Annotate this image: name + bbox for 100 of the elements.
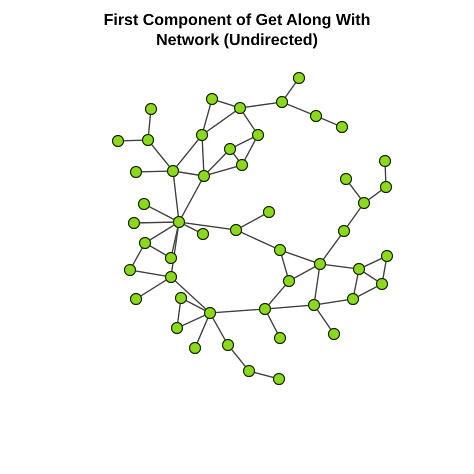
network-node	[328, 328, 340, 340]
edge-line	[176, 138, 200, 168]
edge-line	[172, 176, 180, 217]
network-node	[292, 72, 306, 84]
edge-line	[141, 170, 168, 173]
edge-line	[186, 300, 206, 312]
edge-line	[123, 139, 143, 142]
edge-line	[174, 280, 206, 310]
network-node	[274, 332, 286, 344]
edge-line	[240, 214, 264, 228]
network-node	[130, 166, 142, 178]
edge-line	[353, 274, 359, 294]
network-node	[376, 278, 388, 290]
network-node	[242, 364, 256, 378]
edge-line	[382, 261, 387, 279]
network-node	[346, 292, 360, 306]
network-node	[174, 292, 188, 304]
edge-line	[320, 118, 338, 126]
edge-line	[319, 299, 348, 305]
network-node	[282, 274, 296, 288]
network-node	[204, 306, 216, 320]
network-node	[224, 142, 236, 156]
edge-line	[245, 102, 277, 108]
network-node	[138, 198, 150, 210]
network-node	[380, 180, 392, 194]
edge-line	[240, 232, 276, 248]
edge-line	[322, 235, 342, 260]
edge-line	[254, 372, 274, 378]
network-node	[144, 102, 158, 116]
edge-line	[148, 114, 152, 135]
network-node	[252, 128, 264, 142]
edge-line	[139, 221, 174, 224]
network-node	[272, 372, 286, 386]
edge-line	[215, 308, 260, 314]
edge-line	[384, 166, 386, 182]
edge-line	[368, 190, 382, 200]
network-node	[196, 128, 208, 142]
network-node	[112, 134, 124, 148]
edge-line	[171, 227, 179, 272]
network-node	[164, 270, 178, 284]
edge-line	[242, 112, 256, 131]
network-node	[188, 342, 202, 354]
network-node	[164, 252, 178, 264]
edge-line	[172, 227, 178, 253]
network-node	[124, 264, 136, 276]
edge-line	[286, 103, 312, 115]
network-node	[358, 196, 370, 210]
edge-line	[149, 245, 167, 256]
edge-line	[209, 166, 237, 176]
network-node	[276, 96, 288, 108]
edge-line	[244, 140, 256, 160]
edge-line	[202, 104, 212, 130]
network-node	[130, 292, 142, 306]
network-node	[340, 172, 352, 186]
edge-line	[268, 284, 286, 306]
edge-line	[132, 247, 143, 266]
network-node	[138, 236, 152, 250]
edge-line	[177, 303, 181, 323]
network-node	[206, 92, 218, 106]
network-node	[198, 170, 210, 182]
network-node	[262, 206, 276, 218]
network-node	[166, 164, 180, 178]
network-node	[336, 120, 348, 134]
edge-line	[363, 271, 378, 282]
chart-title: First Component of Get Along With Network (Undirected)	[102, 11, 372, 51]
edge-line	[184, 224, 198, 232]
edge-line	[196, 318, 208, 344]
network-node	[314, 258, 326, 270]
network-node	[378, 154, 392, 168]
edge-line	[230, 348, 246, 368]
edge-line	[234, 136, 254, 148]
network-node	[170, 322, 184, 334]
edge-line	[206, 110, 236, 132]
edge-line	[184, 222, 231, 230]
edge-line	[217, 100, 235, 107]
network-node	[230, 224, 242, 236]
edge-line	[148, 206, 174, 220]
edge-line	[232, 152, 240, 162]
edge-line	[364, 258, 382, 268]
network-node	[142, 134, 154, 146]
network-node	[234, 102, 246, 114]
edge-line	[150, 144, 170, 168]
edge-line	[280, 255, 288, 276]
edge-line	[182, 314, 206, 326]
edge-line	[149, 224, 175, 241]
edge-line	[314, 269, 320, 300]
edge-line	[202, 140, 204, 171]
network-node	[258, 302, 272, 316]
network-node	[380, 250, 394, 262]
edge-line	[284, 251, 316, 263]
network-node	[172, 216, 186, 228]
edge-line	[135, 270, 166, 277]
edge-line	[346, 207, 362, 227]
edge-line	[293, 266, 316, 279]
edge-line	[181, 180, 202, 218]
network-node	[236, 158, 248, 172]
network-node	[222, 338, 234, 352]
edge-line	[316, 309, 332, 330]
edge-line	[178, 171, 199, 176]
network-node	[308, 298, 320, 312]
